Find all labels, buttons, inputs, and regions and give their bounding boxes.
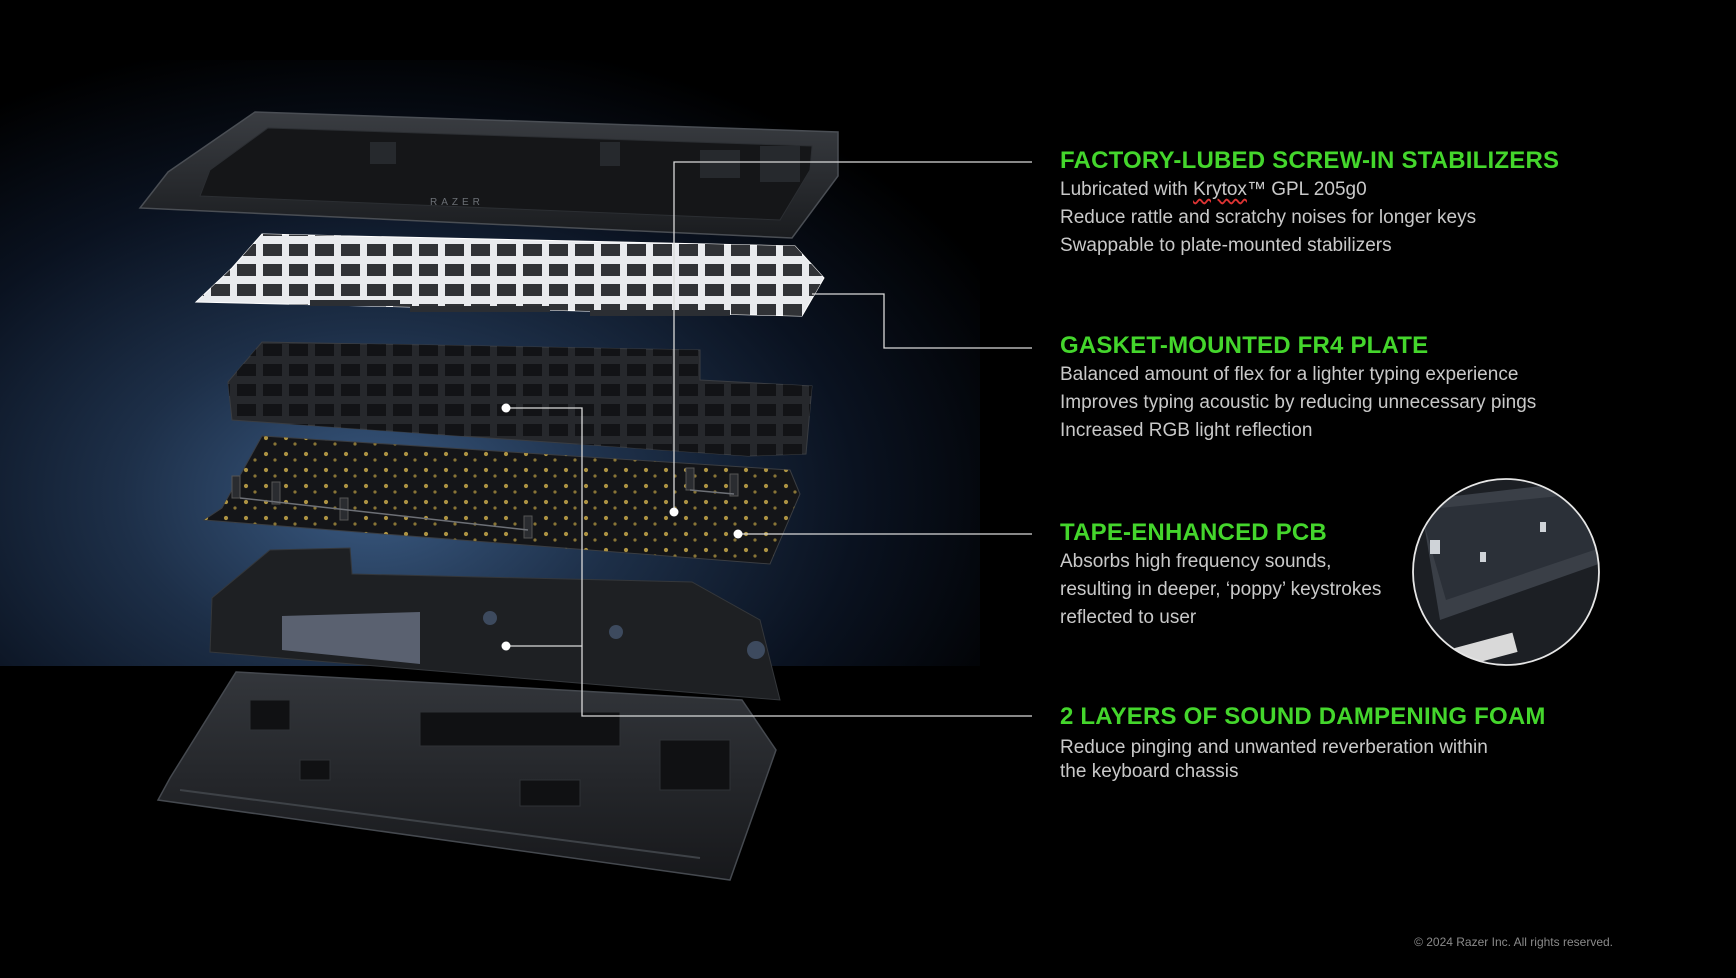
top-case: RAZER — [138, 111, 839, 239]
pcb — [202, 435, 801, 565]
feature-line: Reduce rattle and scratchy noises for lo… — [1060, 207, 1477, 228]
dot-stabilizers — [669, 507, 679, 517]
feature-line: the keyboard chassis — [1060, 761, 1239, 782]
feature-line: Reduce pinging and unwanted reverberatio… — [1060, 737, 1488, 758]
feature-title: GASKET-MOUNTED FR4 PLATE — [1060, 332, 1429, 359]
leader-plate — [812, 293, 1032, 349]
feature-line: Swappable to plate-mounted stabilizers — [1060, 235, 1392, 256]
razer-logo-mark: RAZER — [430, 197, 484, 208]
feature-line: reflected to user — [1060, 607, 1197, 628]
pcb-closeup-inset — [1412, 478, 1600, 666]
bottom-case — [156, 671, 777, 881]
copyright-notice: © 2024 Razer Inc. All rights reserved. — [1414, 935, 1613, 949]
feature-line: Lubricated with Krytox™ GPL 205g0 — [1060, 176, 1580, 204]
feature-pcb: TAPE-ENHANCED PCB Absorbs high frequency… — [1060, 518, 1580, 632]
feature-line: resulting in deeper, ‘poppy’ keystrokes — [1060, 579, 1382, 600]
dot-pcb — [733, 529, 743, 539]
case-foam — [209, 547, 781, 701]
feature-line: Absorbs high frequency sounds, — [1060, 551, 1332, 572]
feature-title: FACTORY-LUBED SCREW-IN STABILIZERS — [1060, 147, 1560, 174]
dot-foam-lower — [501, 641, 511, 651]
dot-foam-upper — [501, 403, 511, 413]
feature-line-part: ™ GPL 205g0 — [1246, 179, 1367, 200]
leader-stabilizers — [673, 161, 1032, 512]
leader-foam — [506, 407, 1032, 717]
fr4-plate — [194, 233, 825, 317]
feature-line: Improves typing acoustic by reducing unn… — [1060, 392, 1537, 413]
feature-line-part: Lubricated with — [1060, 179, 1194, 200]
callout-dots — [501, 403, 743, 651]
feature-stabilizers: FACTORY-LUBED SCREW-IN STABILIZERS Lubri… — [1060, 146, 1580, 260]
plate-foam — [227, 341, 813, 457]
feature-line: Balanced amount of flex for a lighter ty… — [1060, 364, 1519, 385]
krytox-term: Krytox — [1193, 179, 1247, 200]
feature-title: 2 LAYERS OF SOUND DAMPENING FOAM — [1060, 703, 1546, 730]
feature-line: Increased RGB light reflection — [1060, 420, 1313, 441]
feature-foam: 2 LAYERS OF SOUND DAMPENING FOAM Reduce … — [1060, 702, 1580, 784]
leader-lines — [506, 161, 1032, 717]
feature-plate: GASKET-MOUNTED FR4 PLATE Balanced amount… — [1060, 331, 1580, 445]
feature-title: TAPE-ENHANCED PCB — [1060, 519, 1327, 546]
